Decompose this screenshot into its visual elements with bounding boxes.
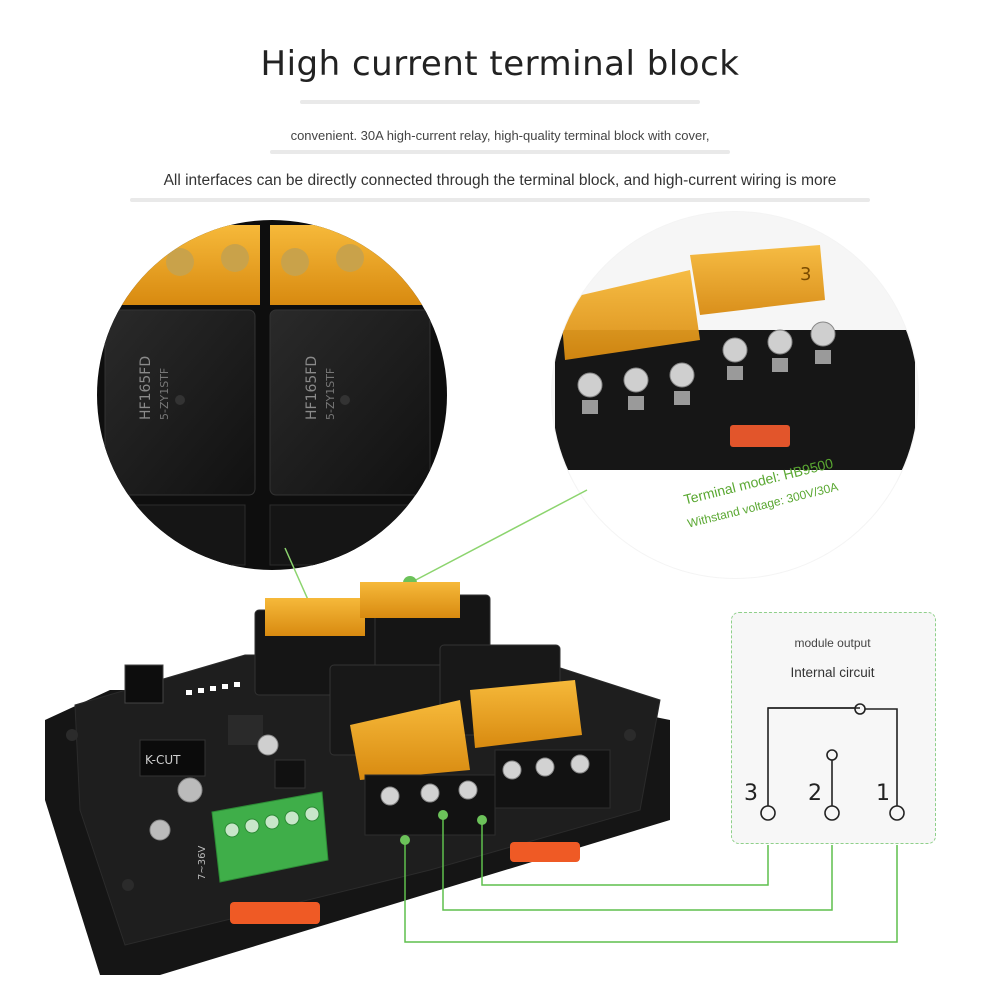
wiring-dots: [400, 810, 487, 845]
pin-2-label: 2: [808, 781, 822, 806]
pin-3-terminal: [760, 805, 776, 821]
connector-label: 7~36V: [197, 846, 208, 880]
relay-module-product: K-CUT 7~36V: [45, 582, 670, 975]
description-line-1: convenient. 30A high-current relay, high…: [290, 128, 710, 143]
pin-1-label: 1: [876, 781, 890, 806]
relay-part-text: 5-ZY1STF: [158, 368, 171, 420]
text-shadow-line: [270, 150, 730, 154]
svg-text:3: 3: [800, 264, 811, 285]
relay-brand-text: HF165FD: [138, 356, 154, 420]
power-input-terminal: [211, 791, 329, 883]
text-shadow-line: [130, 198, 870, 202]
internal-circuit-panel: [731, 612, 936, 844]
circuit-subtitle: Internal circuit: [790, 665, 875, 680]
text-shadow-line: [300, 100, 700, 104]
din-clip: [510, 842, 580, 862]
wiring-lines: [404, 815, 898, 943]
page-title: High current terminal block: [260, 44, 740, 84]
pin-3-label: 3: [744, 781, 758, 806]
relay-part-text: 5-ZY1STF: [324, 368, 337, 420]
pin-2-terminal: [824, 805, 840, 821]
circuit-title: module output: [794, 636, 871, 650]
relay-brand-text: HF165FD: [304, 356, 320, 420]
chip-label: K-CUT: [145, 753, 181, 767]
pin-1-terminal: [889, 805, 905, 821]
circuit-wire-1: [865, 708, 898, 806]
description-line-2: All interfaces can be directly connected…: [163, 172, 837, 189]
din-clip: [230, 902, 320, 924]
callout-line: [409, 489, 588, 584]
switch-pivot: [854, 703, 866, 715]
no-contact: [826, 749, 838, 761]
